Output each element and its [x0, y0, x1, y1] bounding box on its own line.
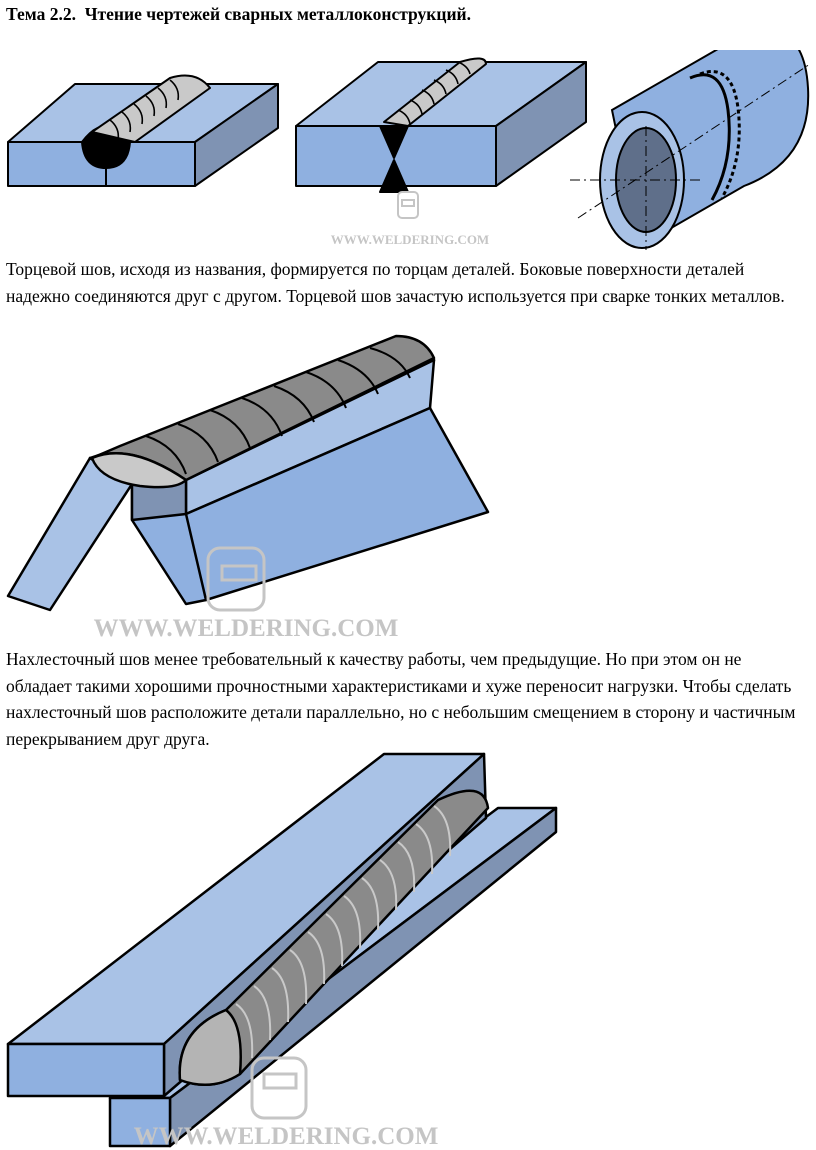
pipe-weld-illustration — [570, 50, 811, 250]
butt-weld-plate-illustration — [7, 74, 279, 187]
x-groove-plate-illustration — [295, 57, 587, 193]
paragraph-lap-weld: Нахлесточный шов менее требовательный к … — [6, 649, 796, 749]
figure-lap-weld: WWW.WELDERING.COM — [6, 752, 558, 1150]
watermark-logo-icon — [206, 546, 266, 612]
watermark-logo-icon — [250, 1056, 308, 1120]
watermark-logo-icon — [397, 191, 419, 219]
watermark-text-2: WWW.WELDERING.COM — [94, 615, 399, 642]
figure-joint-types: WWW.WELDERING.COM — [7, 50, 811, 250]
watermark-text-1: WWW.WELDERING.COM — [331, 232, 489, 247]
page-title: Тема 2.2. Чтение чертежей сварных металл… — [6, 4, 471, 24]
paragraph-edge-weld: Торцевой шов, исходя из названия, формир… — [6, 259, 785, 306]
watermark-text-3: WWW.WELDERING.COM — [134, 1123, 439, 1150]
figure-edge-weld: WWW.WELDERING.COM — [6, 334, 490, 642]
